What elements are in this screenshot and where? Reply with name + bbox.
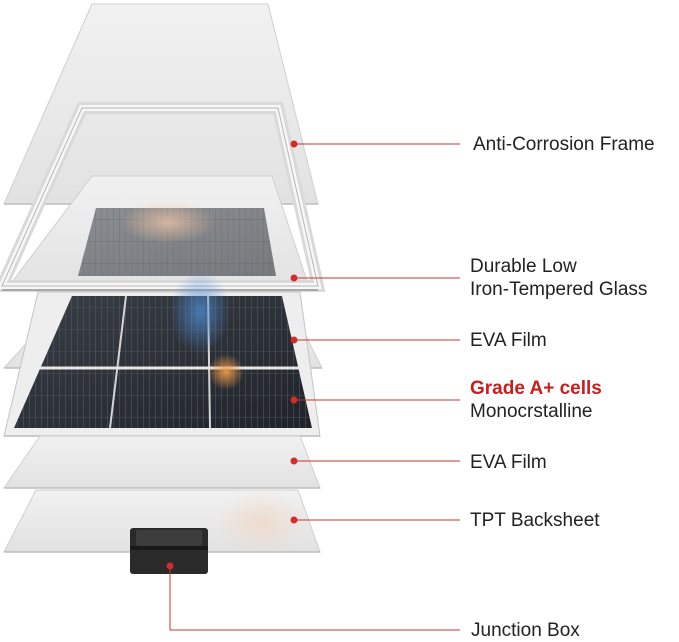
cells-grid [14,296,312,428]
backsheet-glare [216,490,308,554]
leader-eva-bottom [290,457,460,465]
leader-eva-top [290,336,460,344]
label-eva-bottom: EVA Film [470,452,547,473]
label-backsheet: TPT Backsheet [470,510,600,531]
junction-box [130,528,208,574]
label-cells: Grade A+ cells Monocrstalline [470,378,602,422]
cells-divider-left [109,295,127,429]
label-glass: Durable Low Iron-Tempered Glass [470,256,648,300]
cells-blue-flare [170,270,230,354]
leader-cells [290,396,460,404]
leader-frame [290,140,460,148]
leader-glass [290,274,460,282]
glass-glare [120,200,216,244]
label-cells-grade: Grade A+ cells [470,378,602,399]
leader-backsheet [290,516,460,524]
eva-bottom-layer [3,435,321,489]
label-junction-box: Junction Box [471,620,580,641]
aluminum-frame [0,102,326,292]
label-eva-top: EVA Film [470,330,547,351]
label-frame: Anti-Corrosion Frame [473,134,655,155]
cells-orange-flare [208,354,244,390]
leader-junction-box [166,562,460,631]
